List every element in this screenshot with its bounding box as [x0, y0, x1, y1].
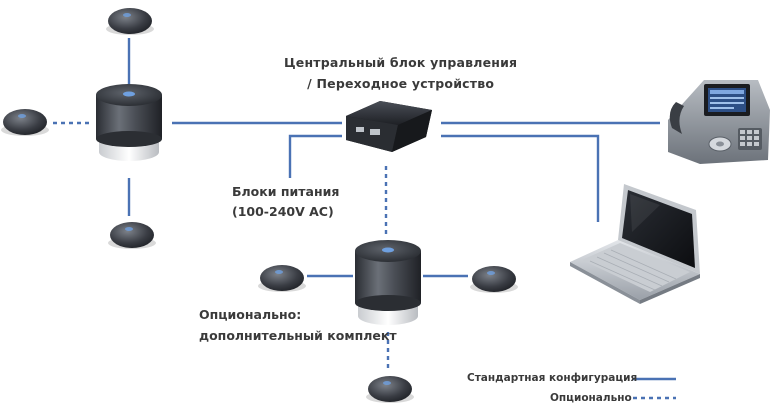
legend-standard-label: Стандартная конфигурация: [467, 372, 638, 384]
central-hub-label: Центральный блок управления / Переходное…: [284, 52, 517, 94]
optional-kit-label-line2: дополнительный комплект: [199, 328, 397, 343]
power-supply-label: Блоки питания (100-240V AC): [232, 182, 339, 222]
laptop-icon: [570, 184, 700, 304]
power-supply-label-line2: (100-240V AC): [232, 204, 334, 219]
legend-optional-label: Опционально: [550, 392, 632, 404]
conference-speaker-icon: [96, 84, 162, 161]
central-hub-label-line1: Центральный блок управления: [284, 55, 518, 70]
conference-speaker-icon: [355, 240, 421, 325]
psu-cable: [288, 134, 342, 178]
satellite-microphone-icon: [106, 8, 154, 35]
standard-connections: [127, 38, 676, 381]
central-hub-icon: [346, 101, 432, 152]
optional-connections: [53, 121, 676, 400]
optional-kit-label: Опционально: дополнительный комплект: [199, 304, 397, 346]
optional-kit-label-line1: Опционально:: [199, 307, 302, 322]
hub-to-laptop-cable: [441, 134, 600, 222]
central-hub-label-line2: / Переходное устройство: [307, 76, 495, 91]
satellite-microphone-icon: [366, 376, 414, 403]
satellite-microphone-icon: [1, 109, 49, 136]
power-supply-label-line1: Блоки питания: [232, 184, 340, 199]
desk-phone-icon: [668, 80, 770, 164]
satellite-microphone-icon: [258, 265, 306, 292]
satellite-microphone-icon: [470, 266, 518, 293]
satellite-microphone-icon: [108, 222, 156, 249]
